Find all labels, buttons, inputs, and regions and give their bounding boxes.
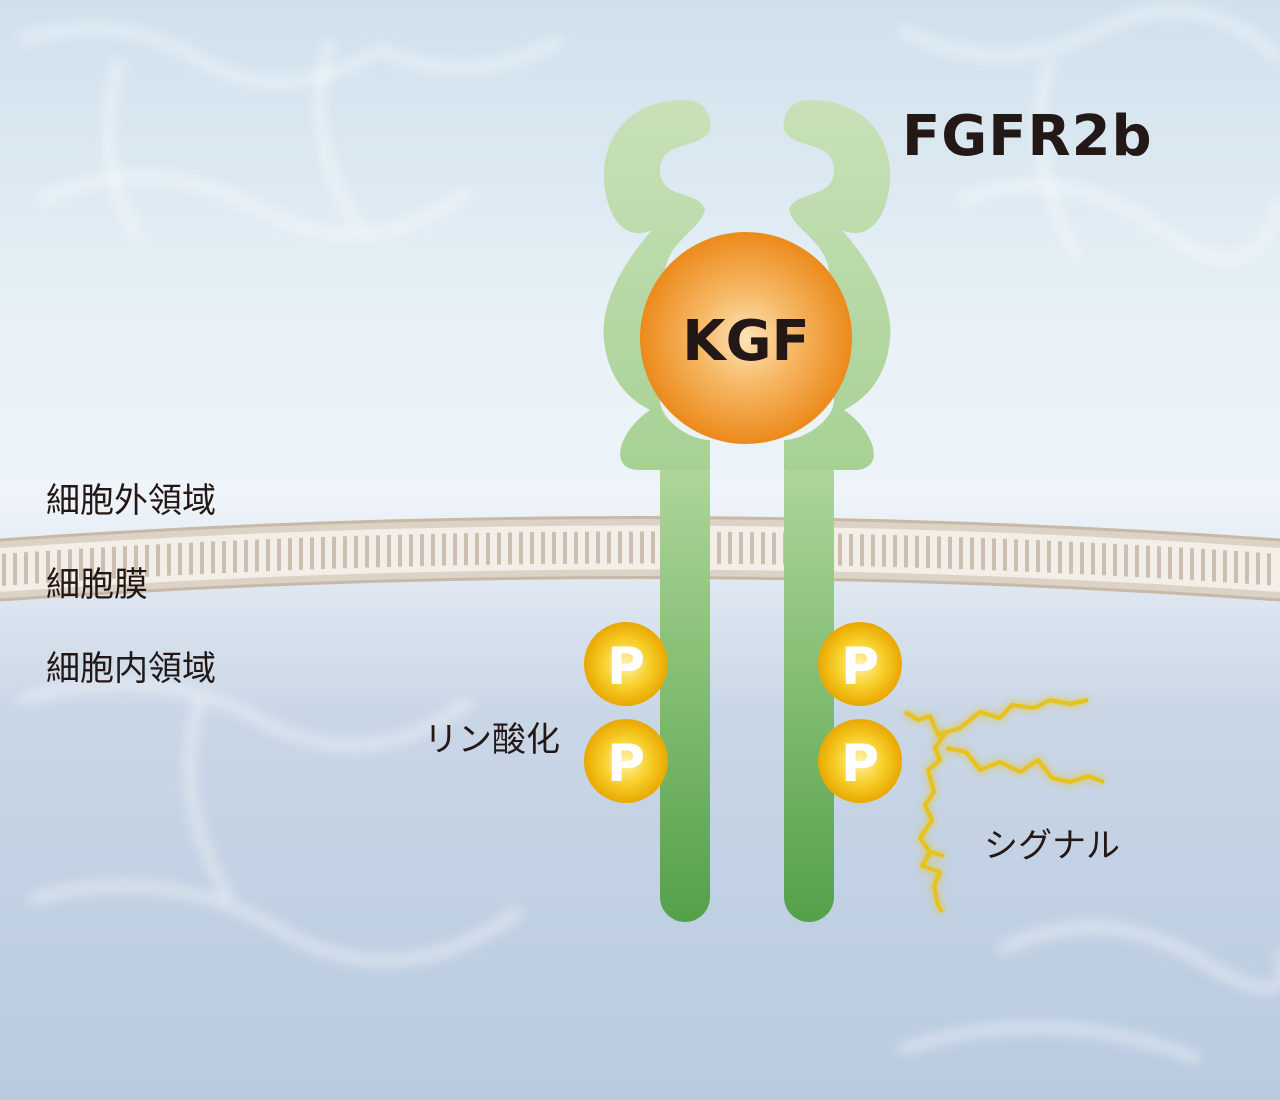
svg-text:P: P — [607, 637, 645, 697]
extracellular-region-label: 細胞外領域 — [46, 481, 216, 521]
cell-membrane — [0, 516, 1280, 602]
signal-label: シグナル — [984, 826, 1120, 866]
phosphorylation-label: リン酸化 — [424, 720, 560, 760]
kgf-label: KGF — [682, 309, 810, 374]
phosphate-group: P — [584, 622, 668, 706]
signal-lightning — [903, 698, 1105, 913]
cell-pattern-background — [18, 5, 1280, 1065]
svg-text:P: P — [607, 734, 645, 794]
intracellular-region-label: 細胞内領域 — [46, 649, 216, 689]
phosphate-group: P — [818, 622, 902, 706]
phosphate-group: P — [818, 719, 902, 803]
phosphate-group: P — [584, 719, 668, 803]
kgf-ligand: KGF — [640, 232, 852, 444]
receptor-title: FGFR2b — [902, 104, 1153, 169]
svg-text:P: P — [841, 637, 879, 697]
svg-text:P: P — [841, 734, 879, 794]
cell-membrane-label: 細胞膜 — [46, 565, 148, 605]
